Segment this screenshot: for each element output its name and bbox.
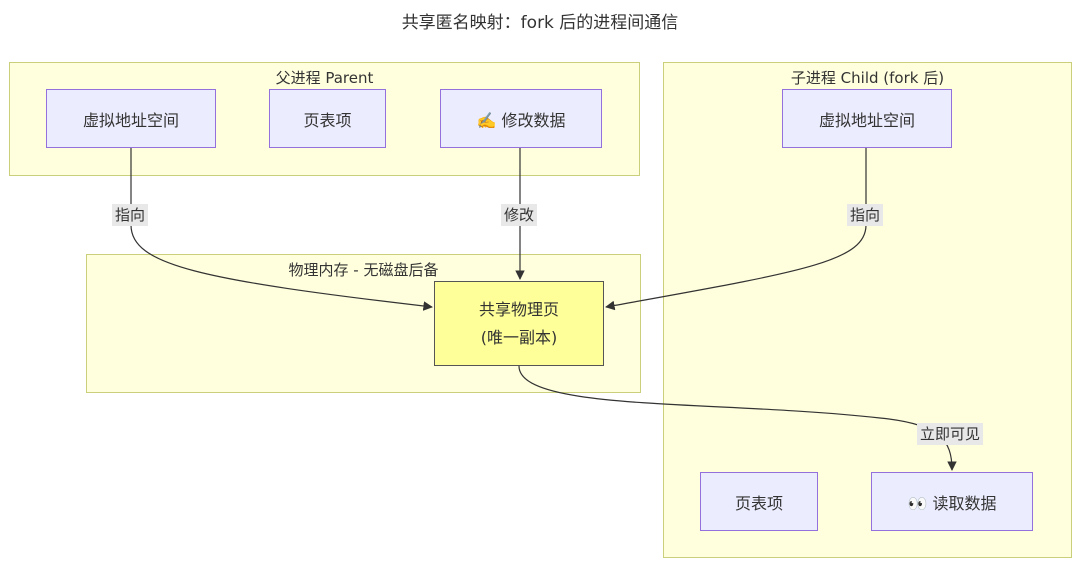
edge-label-parent-modifies: 修改 (501, 204, 538, 226)
parent-virtual-address-space-node: 虚拟地址空间 (46, 89, 216, 148)
parent-page-table-entry-node: 页表项 (269, 89, 386, 148)
memory-group-label: 物理内存 - 无磁盘后备 (288, 261, 439, 279)
parent-modify-data-node: ✍️ 修改数据 (440, 89, 602, 148)
edge-child-vas-to-shared-page (605, 148, 867, 311)
child-group-label: 子进程 Child (fork 后) (790, 69, 945, 87)
child-page-table-entry-node: 页表项 (700, 472, 818, 531)
child-virtual-address-space-node: 虚拟地址空间 (782, 89, 952, 148)
shared-page-subtitle: (唯一副本) (480, 327, 558, 347)
edge-shared-page-to-child-read (518, 365, 957, 471)
edge-label-visible-immediately: 立即可见 (917, 423, 984, 445)
parent-group-label: 父进程 Parent (275, 69, 374, 87)
edge-label-parent-points: 指向 (112, 204, 149, 226)
child-read-data-node: 👀 读取数据 (871, 472, 1033, 531)
diagram-title: 共享匿名映射：fork 后的进程间通信 (401, 13, 679, 33)
edge-parent-vas-to-shared-page (130, 148, 433, 311)
shared-page-title: 共享物理页 (478, 299, 559, 319)
edge-label-child-points: 指向 (847, 204, 884, 226)
shared-physical-page-node: 共享物理页 (唯一副本) (434, 281, 604, 366)
